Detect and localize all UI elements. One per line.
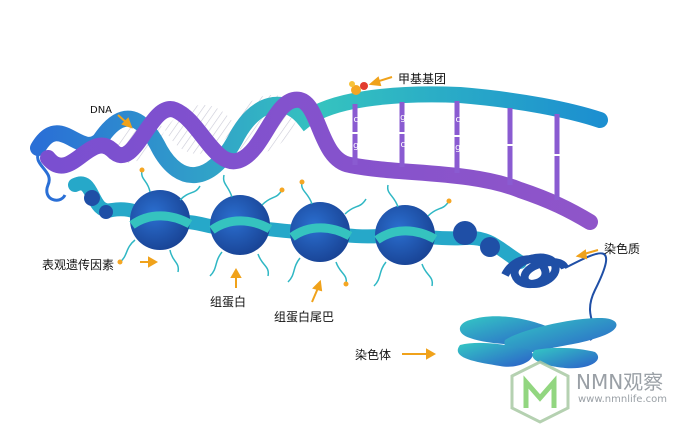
label-chromosome: 染色体 (355, 348, 392, 362)
base-top-1: c (354, 115, 359, 125)
pointer-arrows (117, 76, 599, 360)
label-dna: DNA (90, 105, 113, 116)
base-top-3: c (456, 115, 461, 125)
label-chromatin: 染色质 (604, 242, 641, 256)
dna-helix (30, 86, 608, 230)
histone-arrow (230, 267, 242, 288)
watermark-brand: NMN观察 (576, 370, 664, 394)
watermark-url: www.nmnlife.com (578, 394, 667, 405)
nucleosome-2 (209, 195, 273, 255)
epigenetic-arrow (140, 256, 159, 268)
label-methyl-group: 甲基基团 (398, 72, 447, 86)
nucleosome-4 (374, 205, 438, 265)
base-bottom-2: c (401, 140, 406, 150)
chromosome (457, 316, 617, 369)
methyl-group-icon (349, 81, 368, 95)
dna-arrow (117, 114, 133, 129)
base-top-2: g (400, 113, 406, 123)
label-histone-tail: 组蛋白尾巴 (274, 310, 335, 324)
nucleosome-chain (68, 176, 527, 269)
watermark-logo-icon (510, 360, 570, 424)
nucleosome-1 (129, 190, 193, 250)
histone-tail-arrow (311, 279, 323, 303)
base-bottom-1: g (353, 141, 359, 151)
histone-octamers (117, 167, 452, 287)
nucleosome-3 (289, 202, 353, 262)
chromatin-arrow (575, 249, 599, 260)
label-histone: 组蛋白 (210, 295, 247, 309)
base-bottom-3: g (455, 143, 461, 153)
label-epigenetic-factor: 表观遗传因素 (42, 258, 115, 272)
methyl-arrow (368, 76, 393, 87)
chromosome-arrow (402, 348, 437, 360)
